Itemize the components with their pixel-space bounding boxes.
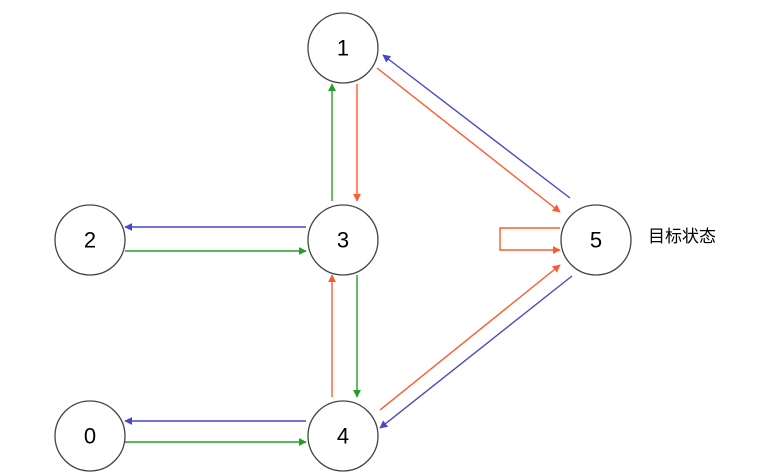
state-node-4: 4 (307, 400, 379, 472)
edge-1-to-5 (376, 67, 561, 213)
edge-5-to-1 (382, 54, 571, 199)
state-node-label: 2 (84, 228, 96, 253)
state-node-2: 2 (54, 204, 126, 276)
state-node-circle (307, 12, 379, 84)
goal-state-label: 目标状态 (648, 227, 716, 247)
edges-layer (124, 54, 573, 446)
state-node-circle (54, 400, 126, 472)
state-node-label: 3 (337, 228, 349, 253)
state-node-circle (307, 204, 379, 276)
edge-5-to-4 (379, 275, 573, 429)
state-node-5: 5 (560, 204, 632, 276)
state-node-label: 0 (84, 424, 96, 449)
state-node-label: 5 (590, 228, 602, 253)
edge-4-to-5 (379, 264, 561, 411)
state-node-circle (560, 204, 632, 276)
edge-5-self-loop (499, 227, 561, 254)
state-node-label: 4 (337, 424, 349, 449)
nodes-layer: 0 1 2 3 4 5 (54, 12, 632, 472)
state-node-3: 3 (307, 204, 379, 276)
state-node-label: 1 (337, 36, 349, 61)
state-node-0: 0 (54, 400, 126, 472)
state-node-1: 1 (307, 12, 379, 84)
state-node-circle (307, 400, 379, 472)
state-node-circle (54, 204, 126, 276)
